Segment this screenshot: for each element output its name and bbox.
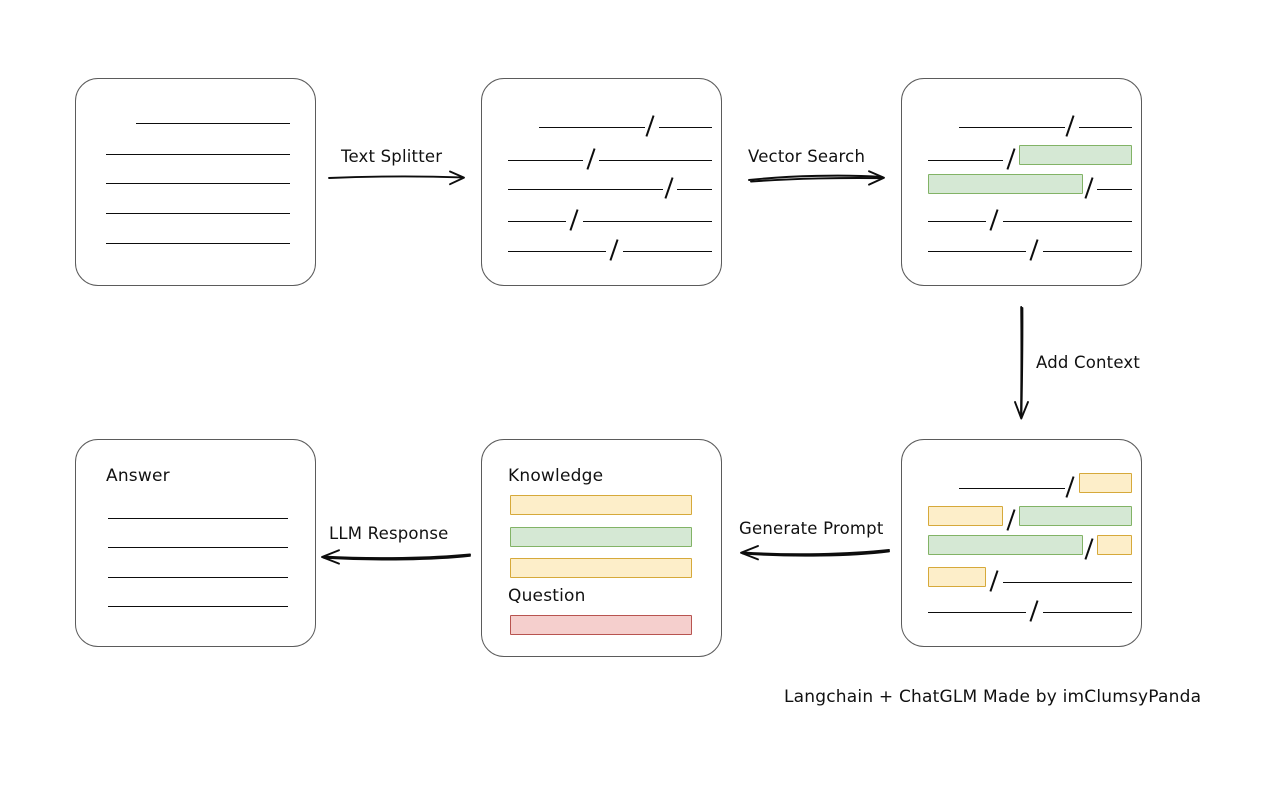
arrow-label-generate-prompt: Generate Prompt bbox=[739, 519, 884, 538]
document-line bbox=[106, 243, 290, 244]
chunk-line bbox=[677, 189, 712, 190]
chunk-line bbox=[539, 127, 645, 128]
answer-line bbox=[108, 606, 288, 607]
chunk-line bbox=[508, 221, 566, 222]
answer-line bbox=[108, 577, 288, 578]
arrow-vector-search bbox=[748, 170, 885, 186]
arrow-add-context bbox=[1014, 306, 1029, 420]
answer-line bbox=[108, 547, 288, 548]
retrieved-chunk-green[interactable] bbox=[1019, 506, 1132, 526]
document-line bbox=[106, 154, 290, 155]
search-result-box[interactable] bbox=[901, 78, 1142, 286]
chunk-line bbox=[508, 251, 606, 252]
split-slash-icon bbox=[1065, 115, 1075, 137]
answer-label: Answer bbox=[106, 466, 170, 486]
context-chunk-yellow[interactable] bbox=[1079, 473, 1132, 493]
footer-credit: Langchain + ChatGLM Made by imClumsyPand… bbox=[784, 687, 1202, 707]
chunk-line bbox=[928, 612, 1026, 613]
chunk-line bbox=[508, 160, 583, 161]
arrow-label-llm-response: LLM Response bbox=[329, 524, 449, 543]
chunk-line bbox=[583, 221, 712, 222]
arrow-text-splitter bbox=[328, 170, 465, 186]
retrieved-chunk-green[interactable] bbox=[928, 174, 1083, 194]
document-line bbox=[136, 123, 290, 124]
context-chunk-yellow[interactable] bbox=[1097, 535, 1132, 555]
chunk-line bbox=[1043, 612, 1132, 613]
knowledge-label: Knowledge bbox=[508, 466, 604, 486]
split-slash-icon bbox=[586, 148, 596, 170]
chunk-line bbox=[1079, 127, 1132, 128]
split-slash-icon bbox=[609, 239, 619, 261]
arrow-llm-response bbox=[321, 549, 471, 565]
chunk-line bbox=[1003, 582, 1132, 583]
chunk-line bbox=[928, 160, 1003, 161]
question-chunk-red[interactable] bbox=[510, 615, 692, 635]
arrow-label-text-splitter: Text Splitter bbox=[341, 147, 443, 166]
split-slash-icon bbox=[1029, 239, 1039, 261]
split-document-box[interactable] bbox=[481, 78, 722, 286]
split-slash-icon bbox=[989, 209, 999, 231]
chunk-line bbox=[659, 127, 712, 128]
document-line bbox=[106, 183, 290, 184]
chunk-line bbox=[508, 189, 663, 190]
split-slash-icon bbox=[1006, 148, 1016, 170]
chunk-line bbox=[928, 221, 986, 222]
chunk-line bbox=[928, 251, 1026, 252]
question-label: Question bbox=[508, 586, 586, 606]
context-chunk-yellow[interactable] bbox=[928, 506, 1003, 526]
chunk-line bbox=[1003, 221, 1132, 222]
chunk-line bbox=[623, 251, 712, 252]
arrow-generate-prompt bbox=[740, 545, 890, 561]
prompt-box[interactable]: Knowledge Question bbox=[481, 439, 722, 657]
answer-box[interactable]: Answer bbox=[75, 439, 316, 647]
source-document-box[interactable] bbox=[75, 78, 316, 286]
retrieved-chunk-green[interactable] bbox=[928, 535, 1083, 555]
arrow-label-vector-search: Vector Search bbox=[748, 147, 866, 166]
knowledge-chunk-green[interactable] bbox=[510, 527, 692, 547]
split-slash-icon bbox=[569, 209, 579, 231]
chunk-line bbox=[959, 127, 1065, 128]
document-line bbox=[106, 213, 290, 214]
knowledge-chunk-yellow[interactable] bbox=[510, 558, 692, 578]
split-slash-icon bbox=[1029, 600, 1039, 622]
split-slash-icon bbox=[664, 177, 674, 199]
retrieved-chunk-green[interactable] bbox=[1019, 145, 1132, 165]
split-slash-icon bbox=[1006, 509, 1016, 531]
chunk-line bbox=[959, 488, 1065, 489]
split-slash-icon bbox=[989, 570, 999, 592]
context-chunk-yellow[interactable] bbox=[928, 567, 986, 587]
split-slash-icon bbox=[1065, 476, 1075, 498]
context-document-box[interactable] bbox=[901, 439, 1142, 647]
split-slash-icon bbox=[645, 115, 655, 137]
arrow-label-add-context: Add Context bbox=[1036, 353, 1141, 372]
chunk-line bbox=[599, 160, 712, 161]
chunk-line bbox=[1097, 189, 1132, 190]
split-slash-icon bbox=[1084, 177, 1094, 199]
answer-line bbox=[108, 518, 288, 519]
chunk-line bbox=[1043, 251, 1132, 252]
knowledge-chunk-yellow[interactable] bbox=[510, 495, 692, 515]
split-slash-icon bbox=[1084, 538, 1094, 560]
